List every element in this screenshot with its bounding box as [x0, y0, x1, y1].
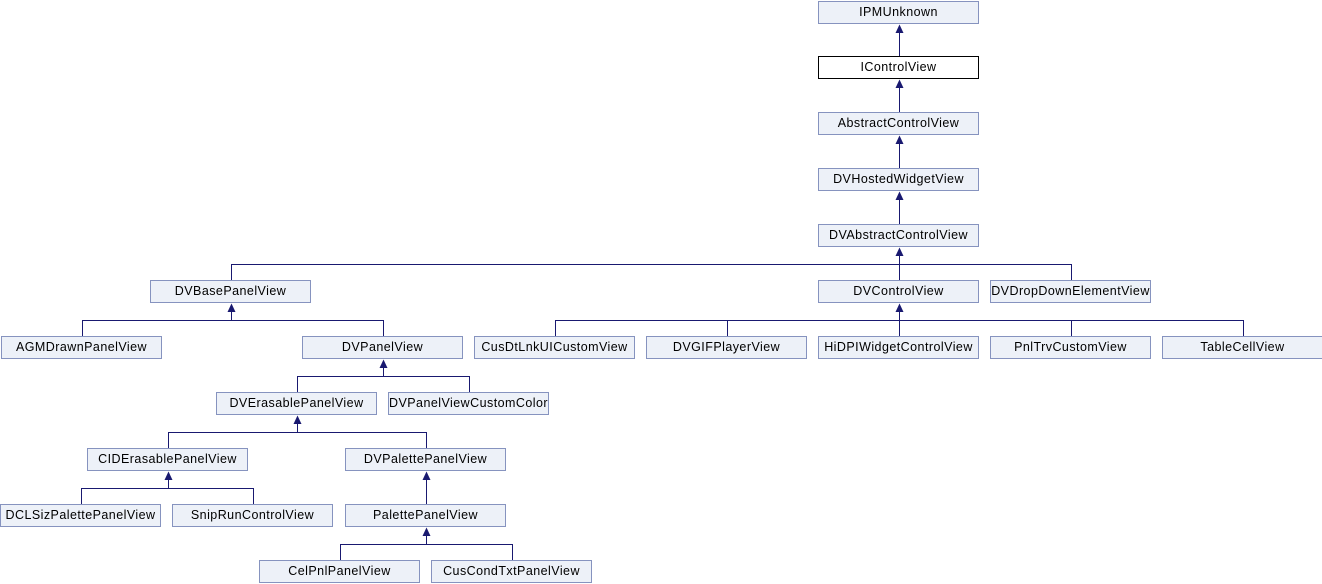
edge-group-PalettePanelView	[340, 527, 513, 560]
edge-group-CIDErasablePanelView	[81, 471, 254, 504]
edge-group-IControlView	[895, 79, 904, 112]
class-node-DVPanelView[interactable]: DVPanelView	[302, 336, 463, 359]
class-node-PnlTrvCustomView[interactable]: PnlTrvCustomView	[990, 336, 1151, 359]
class-node-IPMUnknown[interactable]: IPMUnknown	[818, 1, 979, 24]
class-node-label: DVControlView	[853, 284, 944, 298]
class-node-DVDropDownElementView[interactable]: DVDropDownElementView	[990, 280, 1151, 303]
class-node-AGMDrawnPanelView[interactable]: AGMDrawnPanelView	[1, 336, 162, 359]
class-node-DVBasePanelView[interactable]: DVBasePanelView	[150, 280, 311, 303]
class-node-DVControlView[interactable]: DVControlView	[818, 280, 979, 303]
class-node-SnipRunControlView[interactable]: SnipRunControlView	[172, 504, 333, 527]
class-node-DVPalettePanelView[interactable]: DVPalettePanelView	[345, 448, 506, 471]
class-node-label: DVGIFPlayerView	[672, 340, 781, 354]
edge-group-DVErasablePanelView	[168, 415, 427, 448]
class-node-DVErasablePanelView[interactable]: DVErasablePanelView	[216, 392, 377, 415]
class-node-label: HiDPIWidgetControlView	[824, 340, 973, 354]
edge-group-AbstractControlView	[895, 135, 904, 168]
class-node-label: DVBasePanelView	[174, 284, 287, 298]
class-node-label: DVDropDownElementView	[991, 284, 1150, 298]
edge-group-DVControlView	[555, 303, 1244, 336]
edge-group-DVHostedWidgetView	[895, 191, 904, 224]
class-node-label: CusDtLnkUICustomView	[481, 340, 628, 354]
class-node-label: AGMDrawnPanelView	[15, 340, 148, 354]
edge-group-DVPalettePanelView	[422, 471, 431, 504]
edge-group-DVPanelView	[297, 359, 470, 392]
class-node-PalettePanelView[interactable]: PalettePanelView	[345, 504, 506, 527]
class-node-CusDtLnkUICustomView[interactable]: CusDtLnkUICustomView	[474, 336, 635, 359]
edge-group-IPMUnknown	[895, 24, 904, 56]
class-node-label: CusCondTxtPanelView	[443, 564, 580, 578]
class-node-label: IPMUnknown	[859, 5, 938, 19]
class-node-label: AbstractControlView	[837, 116, 960, 130]
class-node-label: DVHostedWidgetView	[833, 172, 964, 186]
class-node-DVGIFPlayerView[interactable]: DVGIFPlayerView	[646, 336, 807, 359]
class-node-CusCondTxtPanelView[interactable]: CusCondTxtPanelView	[431, 560, 592, 583]
class-node-label: CelPnlPanelView	[288, 564, 391, 578]
class-node-label: IControlView	[860, 60, 937, 74]
class-node-label: CIDErasablePanelView	[98, 452, 237, 466]
class-node-label: DVPalettePanelView	[363, 452, 488, 466]
class-node-CIDErasablePanelView[interactable]: CIDErasablePanelView	[87, 448, 248, 471]
class-node-HiDPIWidgetControlView[interactable]: HiDPIWidgetControlView	[818, 336, 979, 359]
class-node-TableCellView[interactable]: TableCellView	[1162, 336, 1322, 359]
class-node-DCLSizPalettePanelView[interactable]: DCLSizPalettePanelView	[0, 504, 161, 527]
class-node-label: DCLSizPalettePanelView	[5, 508, 156, 522]
class-node-label: TableCellView	[1200, 340, 1285, 354]
class-node-DVHostedWidgetView[interactable]: DVHostedWidgetView	[818, 168, 979, 191]
class-node-CelPnlPanelView[interactable]: CelPnlPanelView	[259, 560, 420, 583]
class-node-label: DVAbstractControlView	[829, 228, 968, 242]
class-node-label: DVPanelViewCustomColor	[389, 396, 549, 410]
class-node-label: PnlTrvCustomView	[1014, 340, 1127, 354]
class-node-label: SnipRunControlView	[190, 508, 315, 522]
class-node-label: DVPanelView	[341, 340, 424, 354]
class-node-DVPanelViewCustomColor[interactable]: DVPanelViewCustomColor	[388, 392, 549, 415]
class-node-AbstractControlView[interactable]: AbstractControlView	[818, 112, 979, 135]
class-node-DVAbstractControlView[interactable]: DVAbstractControlView	[818, 224, 979, 247]
class-node-label: PalettePanelView	[373, 508, 478, 522]
class-node-IControlView[interactable]: IControlView	[818, 56, 979, 79]
class-node-label: DVErasablePanelView	[229, 396, 364, 410]
edge-group-DVBasePanelView	[82, 303, 384, 336]
edge-group-DVAbstractControlView	[231, 247, 1072, 280]
